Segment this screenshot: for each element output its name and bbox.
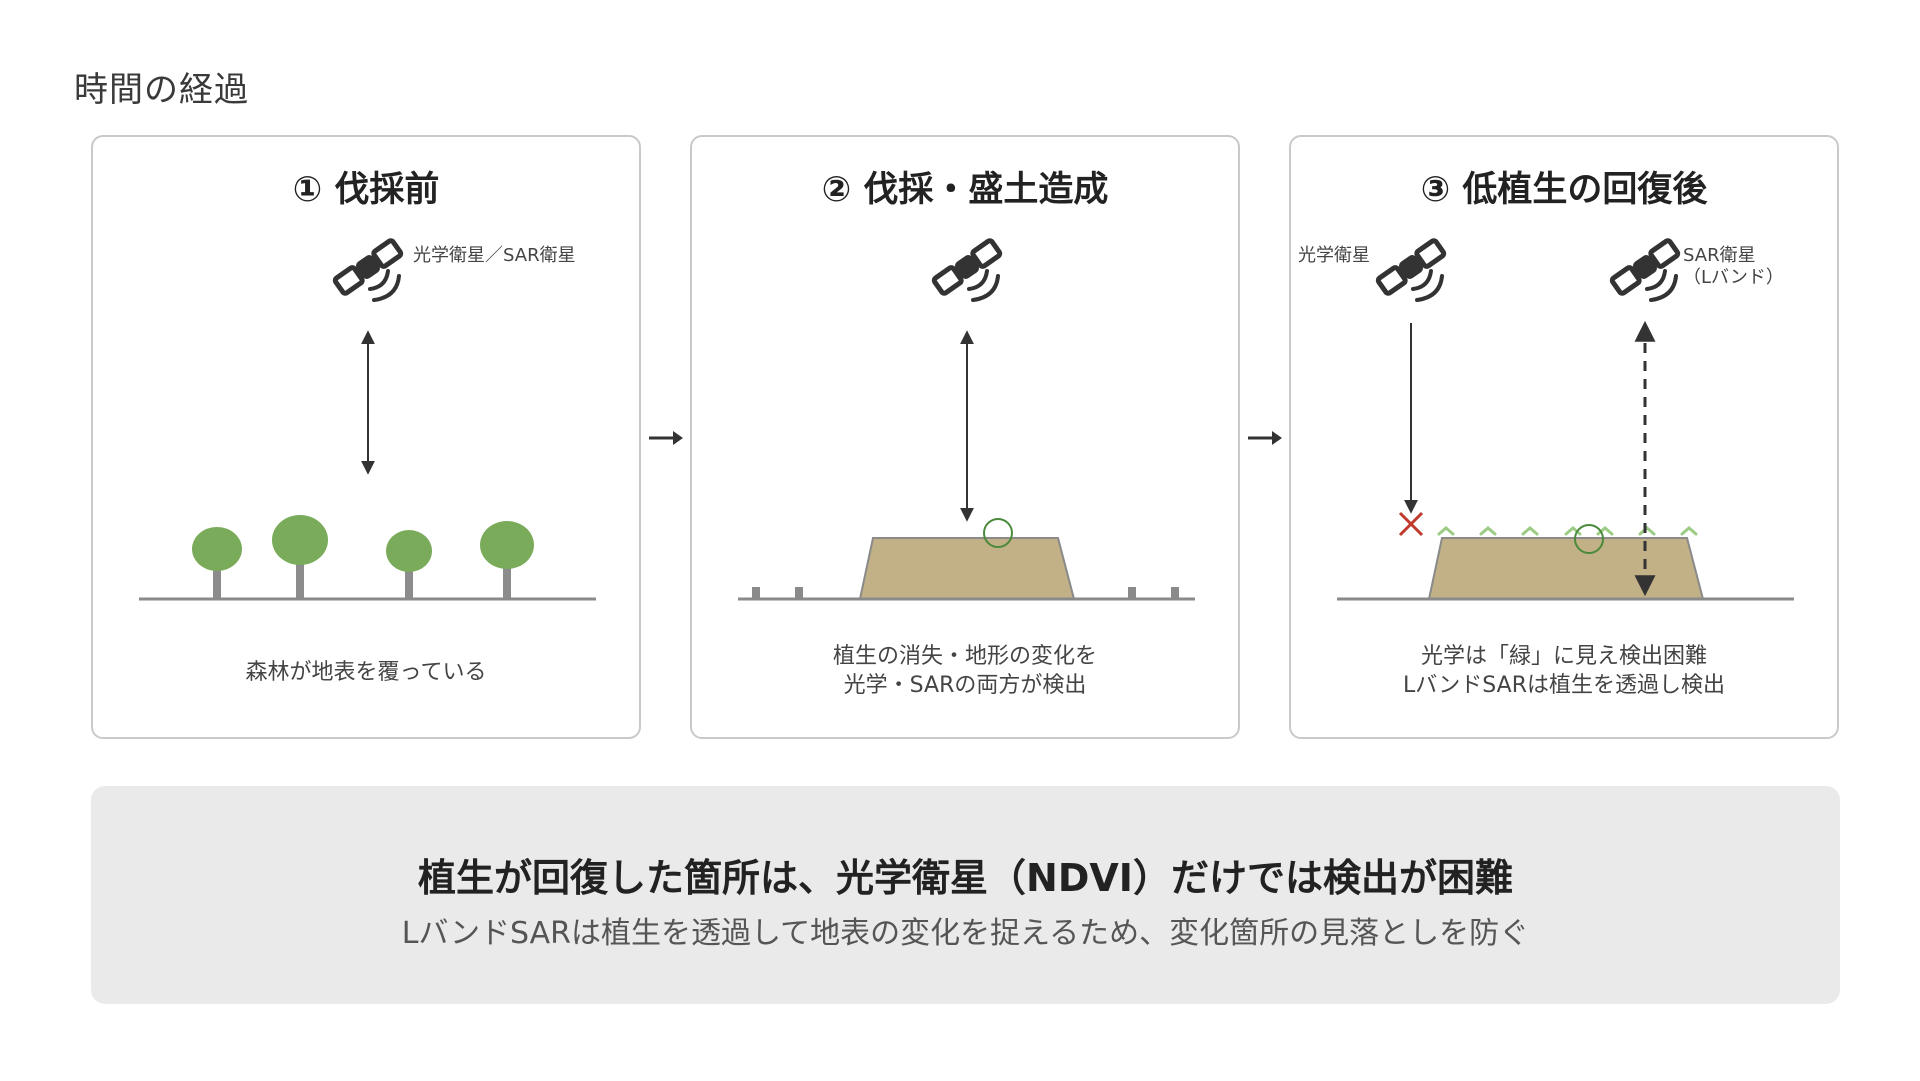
caption-line: 光学は「緑」に見え検出困難 bbox=[1420, 644, 1707, 669]
tree-stump bbox=[752, 587, 760, 599]
grass-sprout bbox=[1638, 526, 1656, 536]
stumps bbox=[752, 587, 1179, 599]
summary-headline: 植生が回復した箇所は、光学衛星（NDVI）だけでは検出が困難 bbox=[418, 856, 1513, 900]
logging-fill-scene bbox=[738, 137, 1195, 601]
tree-canopy bbox=[386, 530, 432, 572]
tree-canopy bbox=[480, 521, 534, 569]
arrow-right-icon bbox=[647, 428, 685, 452]
caption-line: 光学・SARの両方が検出 bbox=[843, 673, 1087, 698]
grass-sprout bbox=[1479, 526, 1497, 536]
sar-satellite-label: SAR衛星 bbox=[1683, 245, 1756, 266]
panel-caption: 森林が地表を覆っている bbox=[93, 658, 639, 687]
panel-caption: 植生の消失・地形の変化を 光学・SARの両方が検出 bbox=[692, 642, 1238, 700]
panel-caption: 光学は「緑」に見え検出困難 LバンドSARは植生を透過し検出 bbox=[1291, 642, 1837, 700]
panel-after-recovery: ③ 低植生の回復後 光学衛星 SAR衛星 （Lバンド） 光学は「緑」に見え検出困… bbox=[1289, 135, 1839, 739]
page-title: 時間の経過 bbox=[74, 70, 249, 110]
satellite-icon bbox=[933, 239, 1002, 300]
sar-band-label: （Lバンド） bbox=[1683, 267, 1784, 288]
fill-mound bbox=[858, 537, 1076, 600]
summary-subtext: LバンドSARは植生を透過して地表の変化を捉えるため、変化箇所の見落としを防ぐ bbox=[401, 916, 1530, 951]
satellite-icon bbox=[1611, 239, 1680, 300]
trees bbox=[192, 515, 534, 599]
tree-stump bbox=[795, 587, 803, 599]
grass bbox=[1437, 526, 1698, 536]
tree-stump bbox=[1171, 587, 1179, 599]
arrow-right-icon bbox=[1246, 428, 1284, 452]
tree-trunk bbox=[405, 569, 413, 599]
satellite-icon bbox=[334, 239, 403, 300]
panel-title: ③ 低植生の回復後 bbox=[1420, 170, 1708, 210]
tree-trunk bbox=[213, 567, 221, 599]
after-recovery-scene: 光学衛星 SAR衛星 （Lバンド） bbox=[1298, 137, 1794, 601]
fill-mound bbox=[1427, 537, 1705, 600]
summary-box: 植生が回復した箇所は、光学衛星（NDVI）だけでは検出が困難 LバンドSARは植… bbox=[91, 786, 1840, 1004]
caption-line: 植生の消失・地形の変化を bbox=[832, 644, 1097, 669]
tree-stump bbox=[1128, 587, 1136, 599]
caption-line: LバンドSARは植生を透過し検出 bbox=[1402, 673, 1726, 698]
tree-canopy bbox=[272, 515, 328, 565]
grass-sprout bbox=[1680, 526, 1698, 536]
panel-logging-fill: ② 伐採・盛土造成 植生の消失・地形の変化を 光学・SARの両方が検出 bbox=[690, 135, 1240, 739]
tree-trunk bbox=[503, 567, 511, 599]
grass-sprout bbox=[1437, 526, 1455, 536]
circle-marker-icon bbox=[983, 518, 1013, 548]
caption-line: 森林が地表を覆っている bbox=[245, 660, 487, 685]
tree-canopy bbox=[192, 527, 242, 571]
optical-satellite-label: 光学衛星 bbox=[1298, 245, 1370, 266]
circle-marker-icon bbox=[1574, 524, 1604, 554]
cross-icon bbox=[1398, 511, 1424, 537]
panel-title: ① 伐採前 bbox=[292, 170, 440, 210]
panel-title: ② 伐採・盛土造成 bbox=[821, 170, 1109, 210]
tree-trunk bbox=[296, 563, 304, 599]
satellite-label: 光学衛星／SAR衛星 bbox=[413, 245, 576, 266]
satellite-icon bbox=[1377, 239, 1446, 300]
grass-sprout bbox=[1521, 526, 1539, 536]
before-logging-scene: 光学衛星／SAR衛星 bbox=[139, 137, 596, 601]
panel-before-logging: ① 伐採前 光学衛星／SAR衛星 森林が地表を覆っている bbox=[91, 135, 641, 739]
